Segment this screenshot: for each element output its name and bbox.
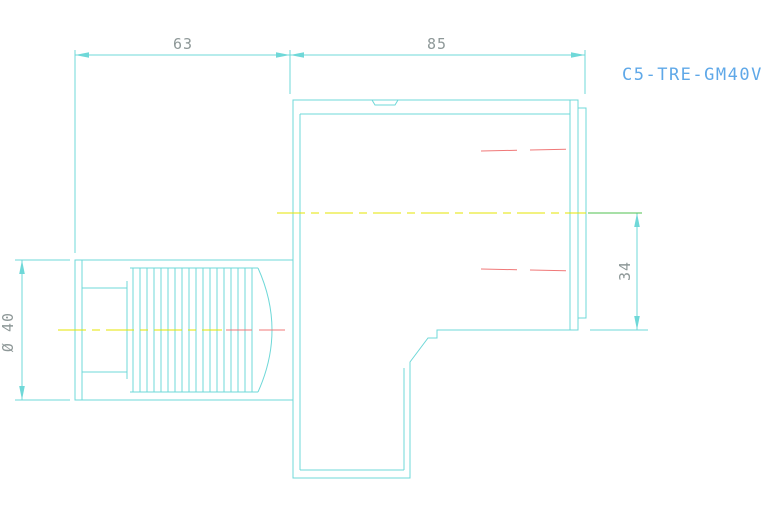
body-top-notch xyxy=(371,99,399,106)
centerlines-yellow xyxy=(58,212,586,331)
part-number-label: C5-TRE-GM40V xyxy=(622,65,763,85)
dimension-texts: 63 85 34 Ø 40 xyxy=(0,35,634,352)
hidden-bore-lines xyxy=(226,148,579,331)
dim-text-34: 34 xyxy=(616,261,634,281)
part-geometry xyxy=(74,99,587,479)
dimension-arrowheads xyxy=(19,52,640,400)
body-outer-path xyxy=(292,99,579,479)
dim-text-dia40: Ø 40 xyxy=(0,312,17,352)
dim-text-85: 85 xyxy=(427,35,447,53)
hidden-bore-bottom xyxy=(480,268,579,272)
dim-text-63: 63 xyxy=(173,35,193,53)
body-outline xyxy=(292,99,587,479)
dimension-lines xyxy=(15,50,648,401)
hidden-bore-top xyxy=(480,148,579,152)
